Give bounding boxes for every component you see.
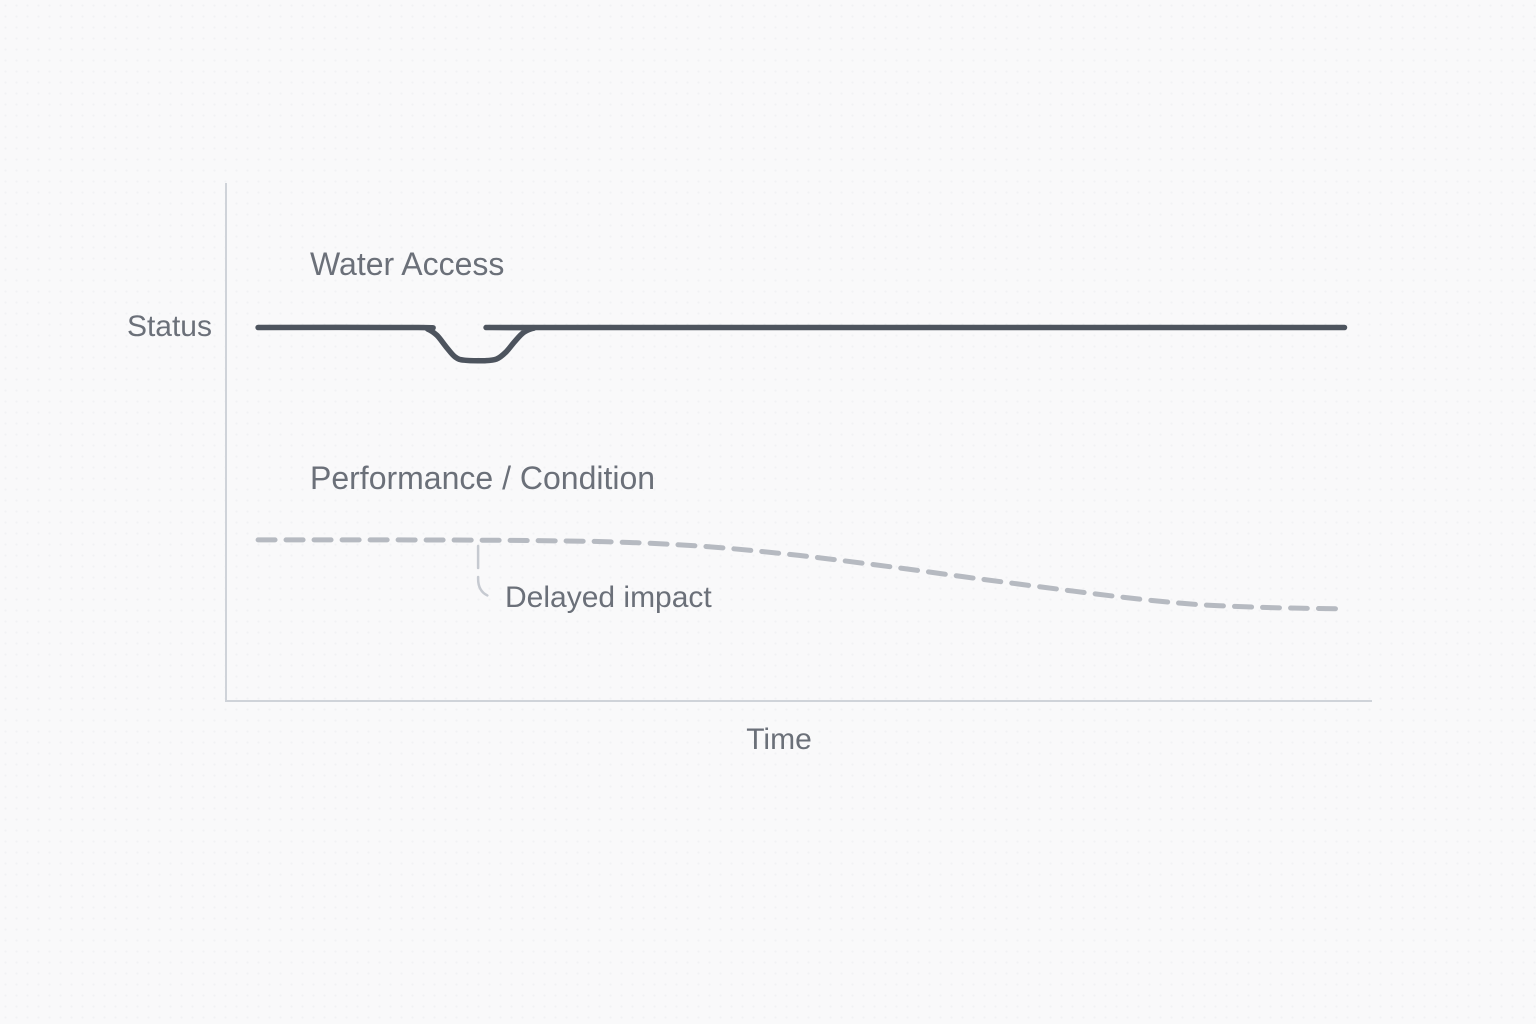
x-axis-label: Time — [746, 723, 812, 756]
performance-condition-label: Performance / Condition — [310, 460, 656, 496]
water-access-line — [255, 324, 1348, 364]
performance-condition-line — [255, 537, 1346, 612]
delayed-impact-label: Delayed impact — [505, 581, 712, 614]
delayed-impact-leader-line — [476, 544, 497, 600]
y-axis-label: Status — [126, 310, 212, 343]
water-access-label: Water Access — [310, 246, 505, 282]
